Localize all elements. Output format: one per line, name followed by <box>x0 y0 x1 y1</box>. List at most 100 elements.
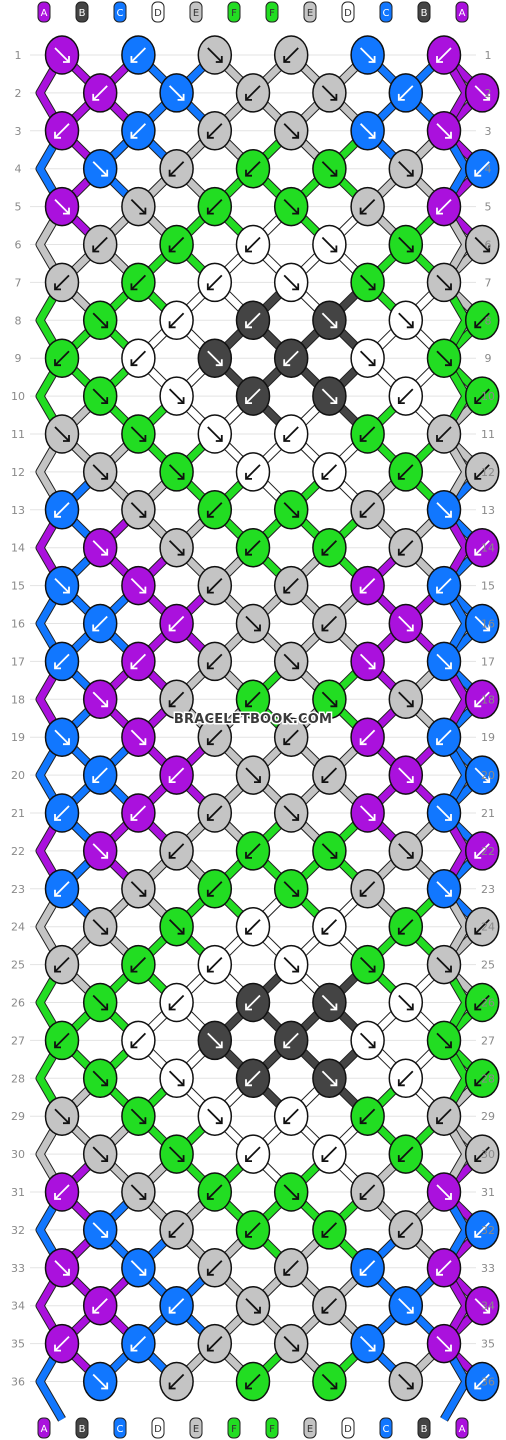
arrow-down-left-icon <box>283 1108 299 1125</box>
knot <box>312 679 347 720</box>
row-number-left: 8 <box>15 314 22 327</box>
row-number-right: 13 <box>481 504 495 517</box>
knot <box>235 1058 271 1099</box>
row-number-right: 16 <box>481 618 495 631</box>
arrow-down-right-icon <box>92 312 109 329</box>
arrow-down-left-icon <box>474 691 490 708</box>
arrow-down-right-icon <box>130 881 147 897</box>
arrow-down-right-icon <box>283 805 300 821</box>
arrow-down-right-icon <box>92 843 109 859</box>
strand-tab-top <box>417 1 431 23</box>
knot <box>350 338 385 378</box>
row-number-right: 35 <box>481 1338 495 1351</box>
arrow-down-right-icon <box>54 577 70 594</box>
arrow-down-left-icon <box>130 123 147 139</box>
arrow-down-left-icon <box>436 47 452 63</box>
knot <box>121 641 156 682</box>
arrow-down-left-icon <box>283 1260 299 1276</box>
knot <box>464 73 500 113</box>
knot <box>159 73 194 113</box>
arrow-down-right-icon <box>436 805 452 821</box>
arrow-down-right-icon <box>283 653 300 670</box>
row-number-left: 13 <box>11 504 25 517</box>
knot <box>235 1285 271 1326</box>
knot <box>121 1248 156 1288</box>
knot <box>426 717 462 757</box>
arrow-down-right-icon <box>436 653 452 670</box>
strand-letter: C <box>383 8 390 19</box>
arrow-down-right-icon <box>436 1032 452 1049</box>
knot <box>350 944 385 985</box>
knot <box>350 490 385 530</box>
knot <box>82 831 118 871</box>
knot <box>464 1361 500 1402</box>
arrow-down-left-icon <box>54 274 70 291</box>
row-number-right: 27 <box>481 1034 495 1047</box>
arrow-down-right-icon <box>321 85 338 101</box>
knot <box>312 73 347 113</box>
row-number-right: 23 <box>481 883 495 896</box>
arrow-down-left-icon <box>474 540 490 556</box>
knot <box>44 869 80 909</box>
knot <box>44 1248 80 1288</box>
knot <box>44 944 80 985</box>
knot <box>388 224 424 265</box>
arrow-down-left-icon <box>474 1373 490 1390</box>
arrow-down-left-icon <box>206 502 223 518</box>
knot <box>121 490 156 530</box>
knot <box>350 641 385 682</box>
arrow-down-left-icon <box>54 956 70 973</box>
knot <box>312 300 347 341</box>
knot <box>197 869 233 909</box>
knot <box>464 452 500 492</box>
arrow-down-left-icon <box>436 1260 452 1276</box>
arrow-down-left-icon <box>92 767 108 783</box>
arrow-down-right-icon <box>130 198 147 215</box>
knot <box>464 679 500 720</box>
arrow-down-left-icon <box>130 805 147 821</box>
row-number-left: 15 <box>11 580 25 593</box>
row-number-right: 11 <box>481 428 495 441</box>
arrow-down-right-icon <box>168 464 185 480</box>
knot <box>235 755 271 795</box>
arrow-down-left-icon <box>397 919 414 935</box>
arrow-down-left-icon <box>436 1108 452 1125</box>
arrow-down-right-icon <box>245 615 261 632</box>
arrow-down-left-icon <box>359 198 376 215</box>
arrow-down-left-icon <box>206 1260 223 1276</box>
knot <box>464 1134 500 1174</box>
arrow-down-left-icon <box>359 577 376 594</box>
row-number-left: 34 <box>11 1300 25 1313</box>
strand-letter: E <box>193 8 199 19</box>
strand-tab-bottom <box>227 1417 241 1439</box>
arrow-down-left-icon <box>92 1298 108 1314</box>
arrow-down-right-icon <box>436 502 452 518</box>
row-number-left: 31 <box>11 1186 25 1199</box>
strand-tab-top <box>37 1 51 23</box>
knot <box>82 679 118 720</box>
knot <box>82 603 118 644</box>
row-number-right: 25 <box>481 959 495 972</box>
knot <box>388 1361 424 1402</box>
arrow-down-left-icon <box>474 161 490 177</box>
knot <box>388 603 424 644</box>
arrow-down-left-icon <box>206 653 223 670</box>
knot <box>197 793 233 833</box>
strand-tab-top <box>341 1 355 23</box>
arrow-down-left-icon <box>206 1184 223 1200</box>
knot <box>426 262 462 303</box>
knot <box>426 338 462 378</box>
knot <box>350 1323 385 1364</box>
arrow-down-left-icon <box>397 85 414 101</box>
knot <box>121 1096 156 1136</box>
knot <box>197 35 233 75</box>
arrow-down-right-icon <box>54 47 70 63</box>
arrow-down-right-icon <box>130 729 147 746</box>
knot <box>273 641 309 682</box>
knot <box>312 1285 347 1326</box>
row-number-right: 10 <box>481 390 495 403</box>
arrow-down-right-icon <box>321 388 338 405</box>
row-number-left: 7 <box>15 276 22 289</box>
arrow-down-right-icon <box>92 161 109 177</box>
